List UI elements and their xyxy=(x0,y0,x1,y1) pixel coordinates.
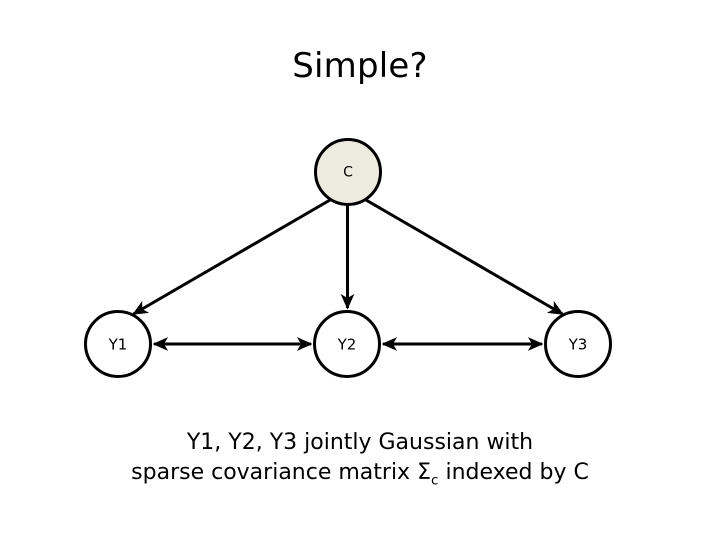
caption-line-1: Y1, Y2, Y3 jointly Gaussian with xyxy=(186,430,534,455)
node-y1-circle[interactable] xyxy=(84,310,152,378)
node-y2[interactable]: Y2 xyxy=(313,310,381,378)
node-c-label: C xyxy=(343,165,353,181)
caption-block: Y1, Y2, Y3 jointly Gaussian with sparse … xyxy=(0,428,720,488)
node-y2-label: Y2 xyxy=(337,336,357,354)
node-y3[interactable]: Y3 xyxy=(544,310,612,378)
sigma-symbol: Σ xyxy=(417,460,431,485)
caption-line-2-prefix: sparse covariance matrix xyxy=(131,460,418,485)
sigma-subscript: c xyxy=(430,472,439,489)
page-title: Simple? xyxy=(292,46,428,86)
node-c-circle[interactable] xyxy=(314,138,382,206)
node-c[interactable]: C xyxy=(314,138,382,206)
node-y3-circle[interactable] xyxy=(544,310,612,378)
caption-line-2-suffix: indexed by C xyxy=(438,460,589,485)
node-y1[interactable]: Y1 xyxy=(84,310,152,378)
node-y1-label: Y1 xyxy=(108,336,128,354)
node-y3-label: Y3 xyxy=(568,336,588,354)
caption-line-2: sparse covariance matrix Σc indexed by C xyxy=(0,458,720,488)
node-y2-circle[interactable] xyxy=(313,310,381,378)
edge-c-to-y1 xyxy=(132,198,331,316)
edge-c-to-y3 xyxy=(365,198,564,316)
